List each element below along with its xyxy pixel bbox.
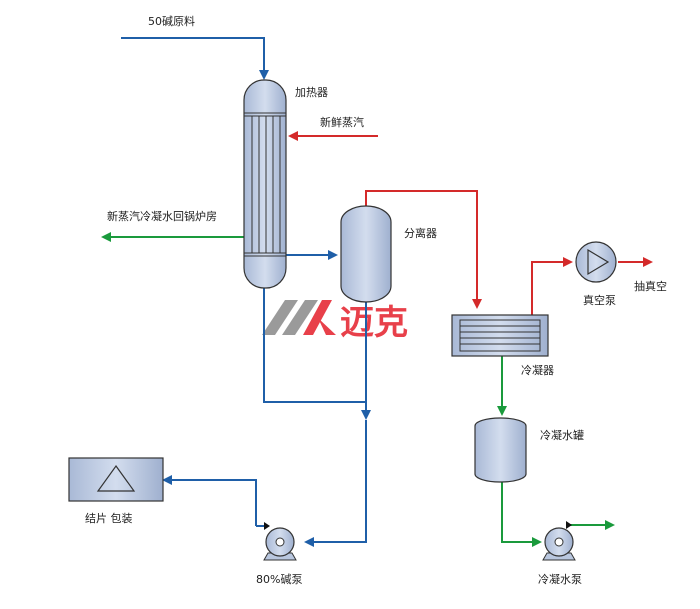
heater-vessel: [243, 79, 287, 289]
separator-vapor-line: [365, 190, 482, 309]
condenser-to-vacuum-line: [531, 257, 573, 315]
condensate-tank-label: 冷凝水罐: [540, 428, 584, 442]
process-lines: [121, 37, 371, 547]
steam-lines: [288, 131, 653, 315]
condenser-unit: [451, 314, 549, 357]
fresh-steam-label: 新鲜蒸汽: [320, 115, 364, 129]
separator-label: 分离器: [404, 226, 437, 240]
brand-logo-mark: [262, 300, 336, 335]
pump-to-flaking-line: [162, 475, 257, 526]
brand-logo: 迈克: [262, 300, 408, 343]
feed-label: 50碱原料: [148, 14, 195, 28]
caustic-pump: [256, 522, 297, 561]
heater-bottom-recycle-line: [263, 285, 366, 403]
caustic-pump-label: 80%碱泵: [256, 573, 302, 586]
condensate-lines: [101, 232, 615, 547]
feed-line: [121, 37, 269, 80]
flaking-label: 结片 包装: [85, 512, 133, 525]
vacuum-pump-label: 真空泵: [583, 293, 616, 307]
flaking-packaging-unit: [68, 457, 164, 502]
vacuum-pump: [575, 241, 617, 283]
diagram-labels: 50碱原料 加热器 新鲜蒸汽 新蒸汽冷凝水回锅炉房 分离器 冷凝器 真空泵 抽真…: [85, 14, 667, 586]
separator-to-pump-line: [304, 420, 367, 547]
brand-logo-text: 迈克: [340, 303, 408, 343]
heater-tubes: [251, 116, 281, 253]
condenser-label: 冷凝器: [521, 363, 554, 377]
condensate-tank: [474, 417, 527, 483]
tank-to-pump-line: [501, 482, 542, 547]
condensate-pump-label: 冷凝水泵: [538, 572, 582, 586]
condensate-return-label: 新蒸汽冷凝水回锅炉房: [107, 209, 217, 223]
vacuum-out-label: 抽真空: [634, 279, 667, 293]
heater-label: 加热器: [295, 86, 328, 99]
separator-vessel: [340, 205, 392, 303]
condensate-pump: [542, 521, 576, 561]
